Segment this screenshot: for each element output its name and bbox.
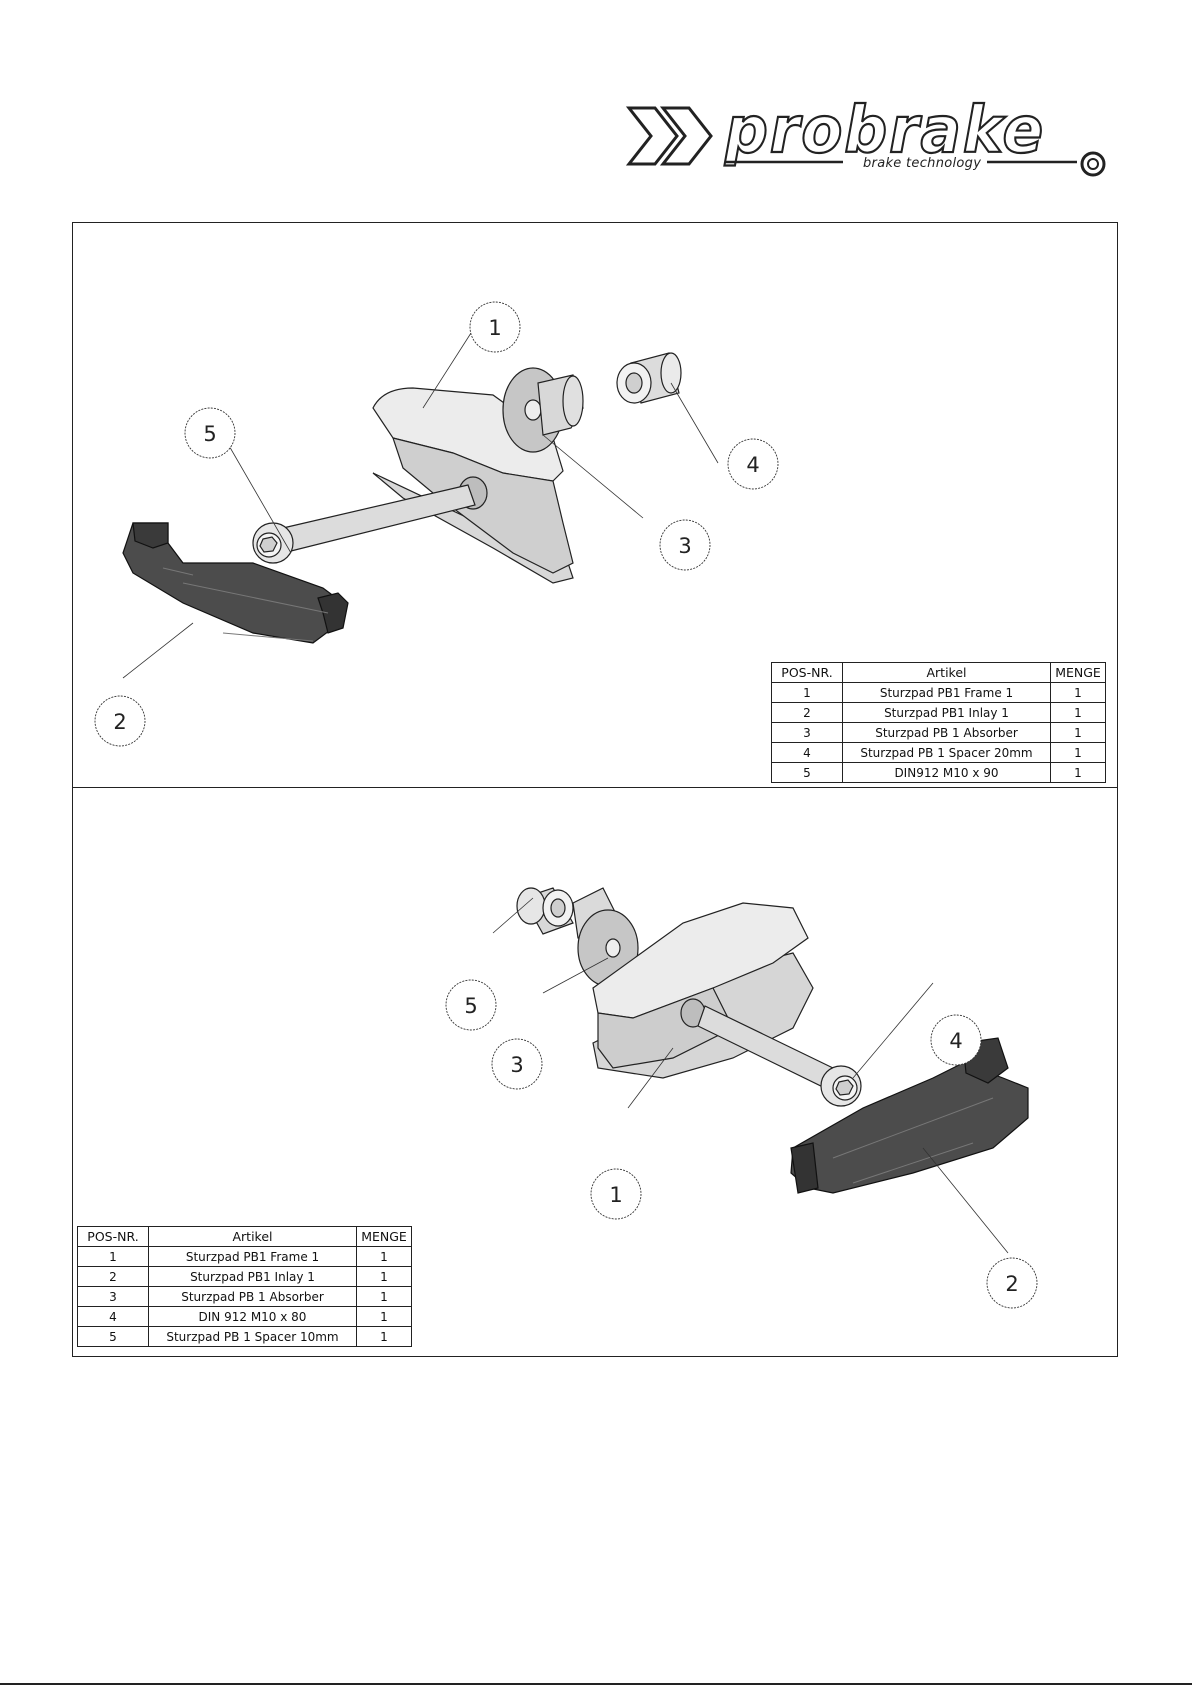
cell-qty: 1 — [356, 1326, 412, 1347]
exploded-view-panel-2: 5 3 1 4 2 POS-NR. Artikel MENGE 1 Sturzp… — [72, 787, 1118, 1357]
exploded-view-drawing-2: 5 3 1 4 2 — [445, 887, 1038, 1309]
part-bolt — [697, 1005, 862, 1107]
cell-qty: 1 — [1050, 722, 1106, 743]
balloon-label: 4 — [746, 453, 759, 477]
table-row: 5 DIN912 M10 x 90 1 — [771, 762, 1106, 783]
header-pos: POS-NR. — [771, 662, 843, 683]
cell-pos: 1 — [771, 682, 843, 703]
logo-tagline: brake technology — [863, 156, 982, 171]
table-row: 2 Sturzpad PB1 Inlay 1 1 — [771, 702, 1106, 723]
cell-article: DIN912 M10 x 90 — [842, 762, 1051, 783]
parts-list-table: POS-NR. Artikel MENGE 1 Sturzpad PB1 Fra… — [77, 1226, 412, 1347]
balloon-2 — [94, 695, 146, 747]
header-article: Artikel — [842, 662, 1051, 683]
table-row: 1 Sturzpad PB1 Frame 1 1 — [771, 682, 1106, 703]
balloon-5 — [184, 407, 236, 459]
header-qty: MENGE — [1050, 662, 1106, 683]
header-qty: MENGE — [356, 1226, 412, 1247]
balloon-label: 1 — [609, 1183, 622, 1207]
table-row: 2 Sturzpad PB1 Inlay 1 1 — [77, 1266, 412, 1287]
cell-article: Sturzpad PB 1 Spacer 20mm — [842, 742, 1051, 763]
part-spacer — [516, 887, 574, 935]
balloon-3 — [659, 519, 711, 571]
balloon-5 — [445, 979, 497, 1031]
header-article: Artikel — [148, 1226, 357, 1247]
table-header-row: POS-NR. Artikel MENGE — [771, 662, 1106, 683]
table-row: 4 Sturzpad PB 1 Spacer 20mm 1 — [771, 742, 1106, 763]
cell-qty: 1 — [356, 1266, 412, 1287]
cell-pos: 5 — [771, 762, 843, 783]
cell-article: Sturzpad PB 1 Absorber — [842, 722, 1051, 743]
page-bottom-rule — [0, 1683, 1192, 1685]
balloon-label: 3 — [678, 534, 691, 558]
cell-pos: 2 — [77, 1266, 149, 1287]
cell-pos: 4 — [771, 742, 843, 763]
header-pos: POS-NR. — [77, 1226, 149, 1247]
table-row: 1 Sturzpad PB1 Frame 1 1 — [77, 1246, 412, 1267]
balloon-3 — [491, 1038, 543, 1090]
balloon-label: 2 — [113, 710, 126, 734]
cell-article: Sturzpad PB1 Inlay 1 — [148, 1266, 357, 1287]
balloon-label: 1 — [488, 316, 501, 340]
cell-pos: 2 — [771, 702, 843, 723]
parts-list-table: POS-NR. Artikel MENGE 1 Sturzpad PB1 Fra… — [771, 662, 1106, 783]
probrake-logo-graphic: probrake — [625, 93, 1106, 177]
cell-pos: 5 — [77, 1326, 149, 1347]
logo-wordmark: probrake — [724, 100, 1045, 168]
cell-article: Sturzpad PB 1 Spacer 10mm — [148, 1326, 357, 1347]
table-row: 3 Sturzpad PB 1 Absorber 1 — [771, 722, 1106, 743]
balloon-label: 3 — [510, 1053, 523, 1077]
balloon-label: 5 — [464, 994, 477, 1018]
balloon-1 — [469, 301, 521, 353]
part-inlay — [122, 522, 349, 644]
cell-article: DIN 912 M10 x 80 — [148, 1306, 357, 1327]
part-spacer — [616, 352, 682, 404]
cell-article: Sturzpad PB1 Inlay 1 — [842, 702, 1051, 723]
cell-qty: 1 — [1050, 702, 1106, 723]
cell-qty: 1 — [1050, 762, 1106, 783]
cell-qty: 1 — [356, 1246, 412, 1267]
balloon-4 — [930, 1014, 982, 1066]
balloon-label: 4 — [949, 1029, 962, 1053]
cell-qty: 1 — [356, 1286, 412, 1307]
cell-article: Sturzpad PB1 Frame 1 — [842, 682, 1051, 703]
cell-article: Sturzpad PB1 Frame 1 — [148, 1246, 357, 1267]
part-absorber — [502, 367, 584, 453]
cell-pos: 1 — [77, 1246, 149, 1267]
balloon-label: 5 — [203, 422, 216, 446]
part-inlay — [790, 1037, 1029, 1194]
table-row: 3 Sturzpad PB 1 Absorber 1 — [77, 1286, 412, 1307]
cell-qty: 1 — [1050, 742, 1106, 763]
cell-pos: 3 — [77, 1286, 149, 1307]
balloon-4 — [727, 438, 779, 490]
cell-pos: 4 — [77, 1306, 149, 1327]
table-header-row: POS-NR. Artikel MENGE — [77, 1226, 412, 1247]
table-row: 5 Sturzpad PB 1 Spacer 10mm 1 — [77, 1326, 412, 1347]
cell-qty: 1 — [356, 1306, 412, 1327]
exploded-view-drawing-1: 1 5 2 3 4 — [94, 301, 779, 747]
balloon-label: 2 — [1005, 1272, 1018, 1296]
exploded-view-panel-1: 1 5 2 3 4 POS-NR. Artikel MENGE 1 Sturzp… — [72, 222, 1118, 788]
cell-qty: 1 — [1050, 682, 1106, 703]
probrake-logo: probrake brake technology — [625, 93, 1125, 190]
part-bolt — [252, 484, 476, 564]
cell-article: Sturzpad PB 1 Absorber — [148, 1286, 357, 1307]
balloon-2 — [986, 1257, 1038, 1309]
balloon-1 — [590, 1168, 642, 1220]
table-row: 4 DIN 912 M10 x 80 1 — [77, 1306, 412, 1327]
cell-pos: 3 — [771, 722, 843, 743]
